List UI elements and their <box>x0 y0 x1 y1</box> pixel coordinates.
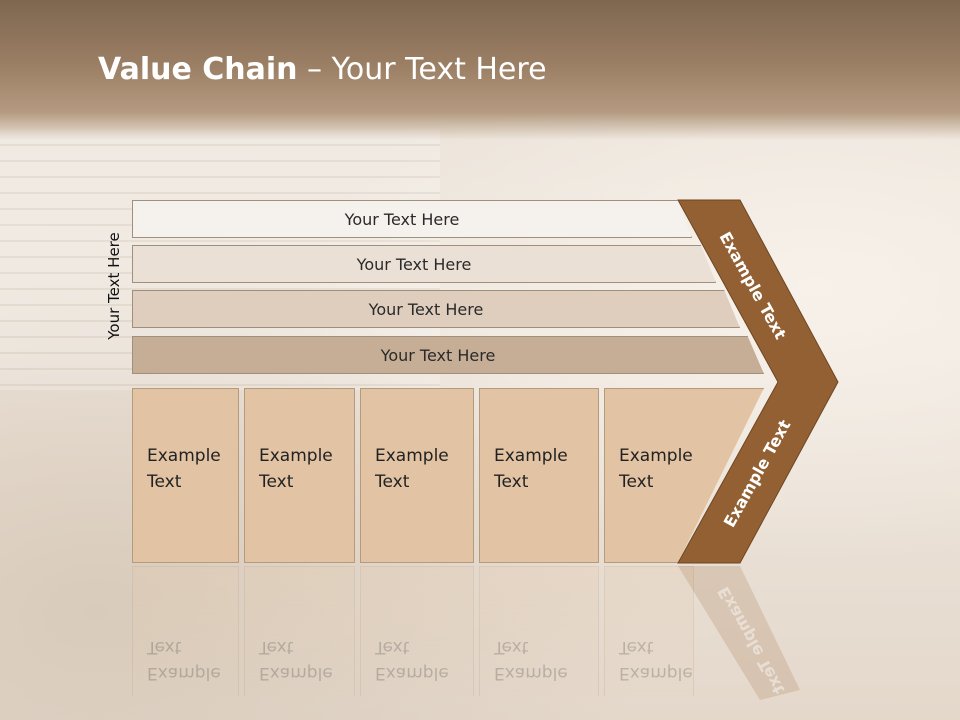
column-2-line2: Text <box>259 472 294 492</box>
column-5-line2: Text <box>619 472 654 492</box>
column-1-line1: Example <box>147 446 221 466</box>
primary-column-1: Example Text <box>132 388 239 563</box>
chevron-shape <box>677 199 839 564</box>
primary-column-2: Example Text <box>244 388 355 563</box>
slide-title: Value Chain – Your Text Here <box>98 52 547 87</box>
support-bar-1-label: Your Text Here <box>344 209 460 229</box>
header-band <box>0 0 960 140</box>
support-bar-3-label: Your Text Here <box>368 299 484 319</box>
support-bar-1: Your Text Here <box>132 200 692 238</box>
support-bar-3: Your Text Here <box>132 290 740 328</box>
title-rest: – Your Text Here <box>297 52 547 87</box>
title-bold: Value Chain <box>98 52 298 87</box>
column-3-line2: Text <box>375 472 410 492</box>
column-2-line1: Example <box>259 446 333 466</box>
support-bar-2-label: Your Text Here <box>356 254 472 274</box>
column-4-line1: Example <box>494 446 568 466</box>
column-4-line2: Text <box>494 472 529 492</box>
support-bar-4: Your Text Here <box>132 336 764 374</box>
primary-column-3: Example Text <box>360 388 474 563</box>
column-1-line2: Text <box>147 472 182 492</box>
support-bar-4-label: Your Text Here <box>380 345 496 365</box>
primary-column-4: Example Text <box>479 388 599 563</box>
column-3-line1: Example <box>375 446 449 466</box>
chevron-reflection <box>678 566 800 700</box>
support-bar-2: Your Text Here <box>132 245 716 283</box>
column-5-line1: Example <box>619 446 693 466</box>
